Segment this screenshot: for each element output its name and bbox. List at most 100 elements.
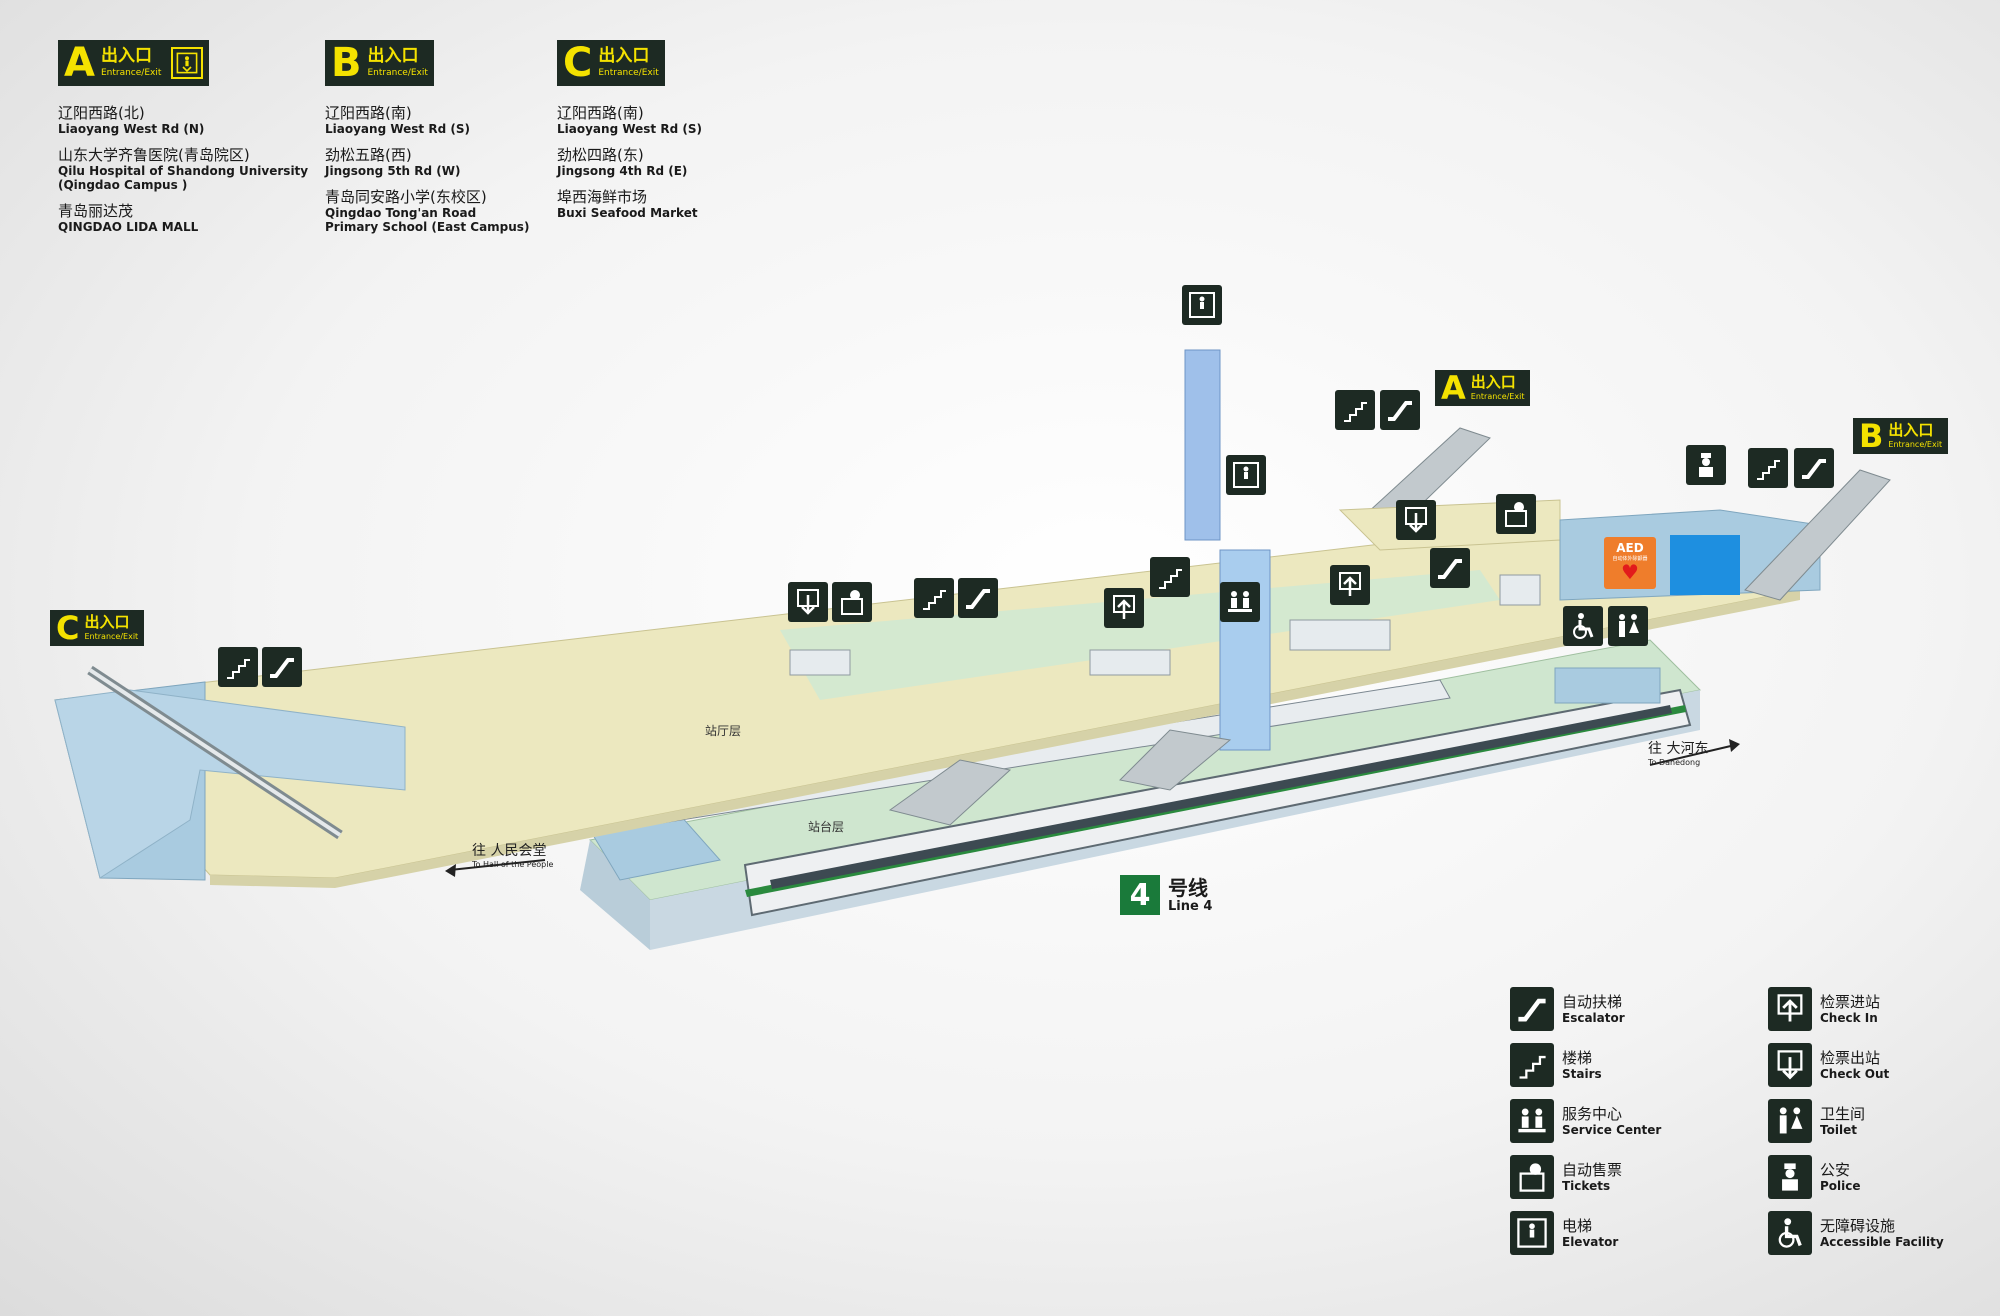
escalator-icon: [1510, 987, 1554, 1031]
exit-c-header: C 出入口 Entrance/Exit: [557, 40, 665, 86]
tickets-icon: [1510, 1155, 1554, 1199]
line-en: Line 4: [1168, 898, 1213, 914]
dest-cn: 劲松四路(东): [557, 146, 644, 164]
accessible-icon: [1768, 1211, 1812, 1255]
elevator-icon: [1510, 1211, 1554, 1255]
concourse-paid-area: [780, 570, 1500, 700]
escalator-icon: [958, 578, 998, 618]
exit-a-header: A 出入口 Entrance/Exit: [58, 40, 210, 86]
exit-b-en: Entrance/Exit: [367, 68, 428, 78]
direction-east: 往 大河东 To Dahedong: [1648, 738, 1708, 767]
gate-bank-2: [1089, 649, 1171, 676]
platform-base: [580, 840, 650, 950]
line-badge: 4 号线 Line 4: [1120, 875, 1212, 915]
check-in-icon: [1768, 987, 1812, 1031]
gate-bank-1: [789, 649, 851, 676]
exit-a-destinations: 辽阳西路(北)Liaoyang West Rd (N) 山东大学齐鲁医院(青岛院…: [58, 104, 308, 244]
dest-en: Jingsong 5th Rd (W): [325, 164, 461, 178]
dest-cn: 青岛同安路小学(东校区): [325, 188, 487, 206]
exit-c-en: Entrance/Exit: [598, 68, 659, 78]
dest-en: Liaoyang West Rd (N): [58, 122, 205, 136]
east-arrow: [1649, 744, 1736, 766]
stairs-icon: [914, 578, 954, 618]
escalator-icon: [1430, 548, 1470, 588]
dest-en: Liaoyang West Rd (S): [325, 122, 470, 136]
dest-cn: 辽阳西路(南): [557, 104, 644, 122]
dest-en: (Qingdao Campus ): [58, 178, 188, 192]
exit-b-cn: 出入口: [367, 46, 419, 66]
stairs-icon: [1748, 448, 1788, 488]
dest-en: Jingsong 4th Rd (E): [557, 164, 688, 178]
service-center-icon: [1220, 582, 1260, 622]
aed-title: AED: [1616, 541, 1644, 555]
elevator-icon: [1182, 285, 1222, 325]
escalator-icon: [262, 647, 302, 687]
toilet-icon: [1608, 606, 1648, 646]
direction-west-cn: 往 人民会堂: [472, 843, 547, 859]
dest-en: Buxi Seafood Market: [557, 206, 698, 220]
aed-sign: AED 自动体外除颤器 ♥: [1604, 537, 1656, 589]
toilet-icon: [1768, 1099, 1812, 1143]
exit-a-en: Entrance/Exit: [100, 68, 162, 78]
escalator-icon: [1794, 448, 1834, 488]
center-stairs: [888, 759, 1012, 826]
line-number: 4: [1120, 875, 1160, 915]
stairs-icon: [1510, 1043, 1554, 1087]
concourse-label: 站厅层: [705, 724, 742, 738]
elevator-icon: [1226, 455, 1266, 495]
ticket-machines: [1499, 574, 1541, 606]
heart-icon: ♥: [1621, 560, 1639, 584]
exit-b-header: B 出入口 Entrance/Exit: [325, 40, 434, 86]
dest-en: Liaoyang West Rd (S): [557, 122, 702, 136]
direction-west: 往 人民会堂 To Hall of the People: [472, 840, 553, 869]
exit-c-destinations: 辽阳西路(南)Liaoyang West Rd (S) 劲松四路(东)Jings…: [557, 104, 702, 230]
line-cn: 号线: [1168, 875, 1208, 900]
check-out-icon: [1396, 500, 1436, 540]
exit-b-letter: B: [331, 40, 362, 86]
stairs-icon: [1335, 390, 1375, 430]
tickets-icon: [832, 582, 872, 622]
elevator-shaft-lower: [1219, 549, 1271, 751]
train-near-windows: [770, 705, 1672, 889]
exit-a-cn: 出入口: [100, 46, 152, 66]
dest-cn: 埠西海鲜市场: [557, 188, 648, 206]
direction-west-en: To Hall of the People: [472, 860, 554, 869]
exit-a-letter: A: [64, 40, 95, 86]
elevator-shaft: [1184, 349, 1221, 541]
police-icon: [1686, 445, 1726, 485]
stairs-icon: [218, 647, 258, 687]
platform-label: 站台层: [808, 820, 845, 834]
service-center-icon: [1510, 1099, 1554, 1143]
aed-subtitle: 自动体外除颤器: [1612, 556, 1648, 562]
check-in-icon: [1104, 588, 1144, 628]
dest-en: Qingdao Tong'an Road: [325, 206, 477, 220]
tickets-icon: [1496, 494, 1536, 534]
dest-en: QINGDAO LIDA MALL: [58, 220, 199, 234]
dest-cn: 辽阳西路(南): [325, 104, 412, 122]
check-out-icon: [788, 582, 828, 622]
exit-c-cn: 出入口: [598, 46, 650, 66]
dest-en: Qilu Hospital of Shandong University: [58, 164, 309, 178]
stairs-icon: [1150, 557, 1190, 597]
accessible-icon: [1563, 606, 1603, 646]
elevator-icon: [171, 47, 204, 79]
exit-c-letter: C: [563, 40, 593, 86]
escalator-icon: [1380, 390, 1420, 430]
gate-bank-3: [1289, 619, 1391, 651]
dest-cn: 青岛丽达茂: [58, 202, 134, 220]
exit-c-top: [54, 689, 406, 879]
